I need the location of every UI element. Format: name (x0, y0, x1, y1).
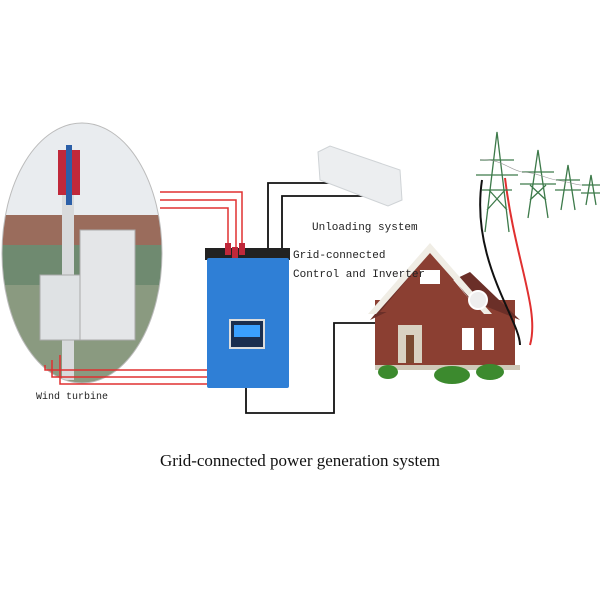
diagram-caption: Grid-connected power generation system (160, 451, 440, 470)
inverter-house-wire (245, 322, 375, 414)
power-towers (476, 131, 600, 233)
wire (160, 199, 237, 250)
unloading-system-label: Unloading system (312, 222, 418, 234)
unloading-system-device (317, 145, 403, 207)
turbine-wires (44, 191, 243, 385)
wire (281, 195, 395, 250)
wire (160, 191, 243, 250)
inverter (205, 243, 290, 388)
tower (555, 164, 581, 211)
wind-turbine-photo (1, 122, 163, 384)
tower (581, 174, 600, 206)
wire (51, 360, 212, 378)
tower (476, 131, 518, 233)
wire (59, 355, 212, 385)
wind-turbine-label: Wind turbine (36, 392, 109, 403)
wire (479, 179, 521, 346)
inverter-label-line1: Grid-connected (293, 250, 386, 262)
house (368, 243, 520, 384)
inverter-label-line2: Control and Inverter (293, 269, 426, 281)
wire (44, 365, 212, 371)
wire (504, 177, 534, 346)
wire (160, 207, 229, 250)
grid-wires (479, 177, 534, 346)
tower (520, 149, 556, 219)
